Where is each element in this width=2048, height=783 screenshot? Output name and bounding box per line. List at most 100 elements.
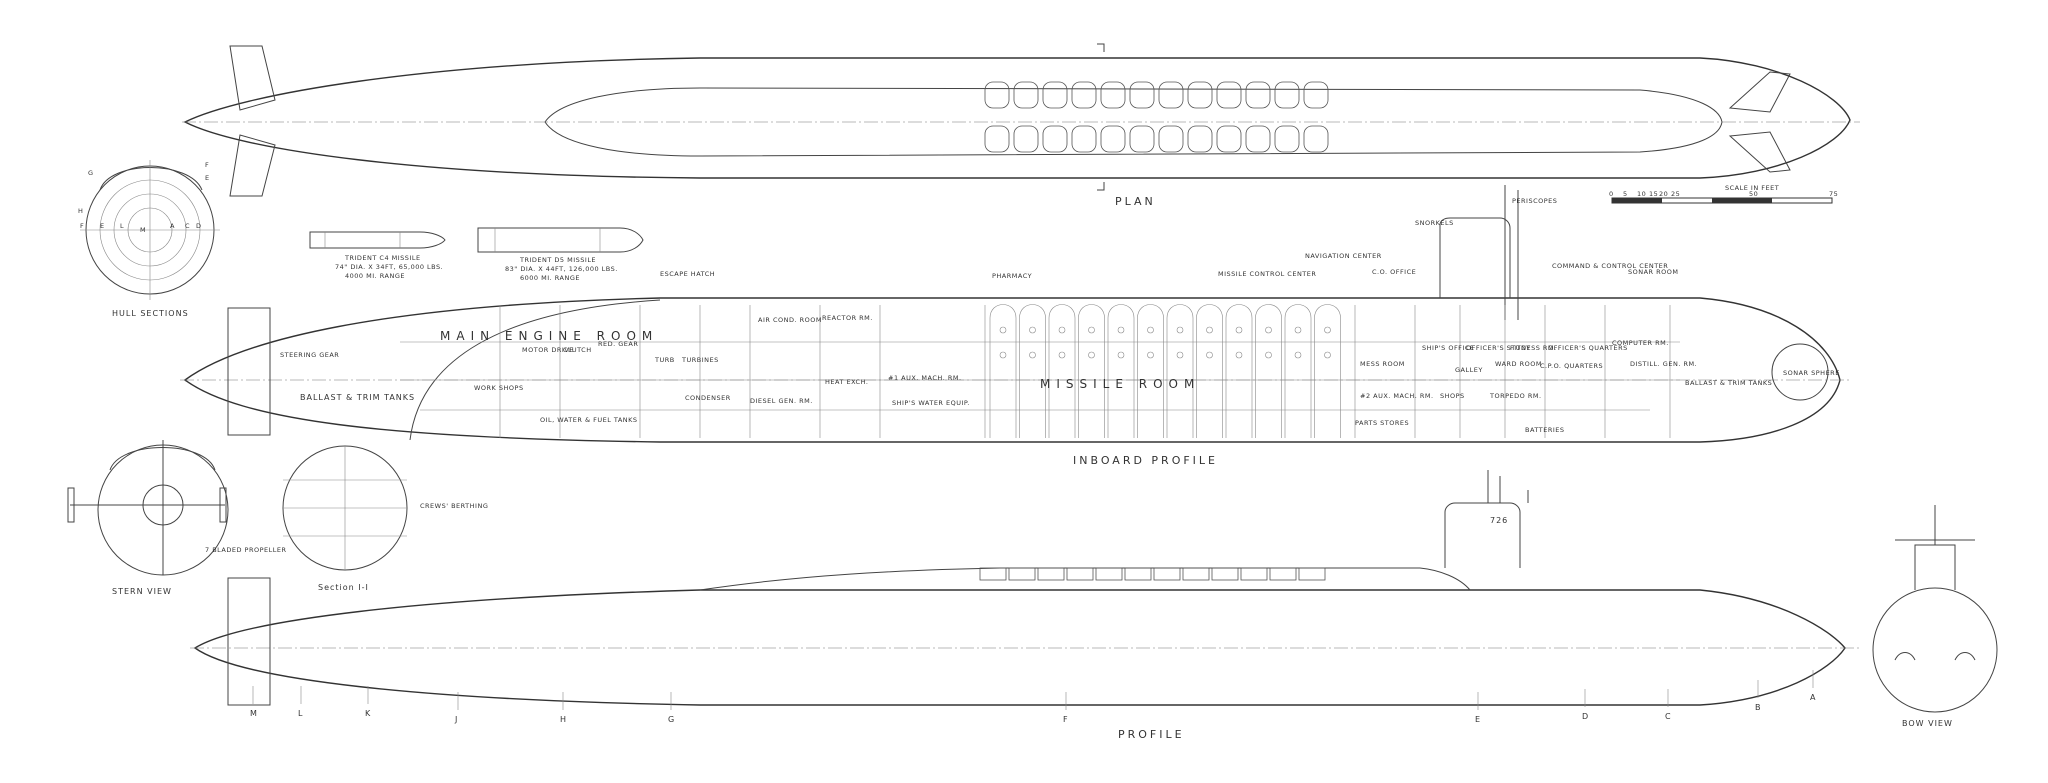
missile-tube-mid: [1117, 351, 1125, 359]
plan-hatch: [1129, 81, 1155, 109]
missile-tube-top: [1176, 326, 1184, 334]
bow-view-title: BOW VIEW: [1902, 719, 1953, 728]
station-letter: L: [298, 709, 303, 718]
c4-spec: 74" DIA. X 34FT, 65,000 LBS.: [335, 263, 443, 271]
periscopes-label: PERISCOPES: [1512, 197, 1557, 205]
scale-tick-label: 75: [1829, 190, 1838, 198]
section-letter: A: [170, 222, 175, 230]
plan-hatch: [1245, 125, 1271, 153]
scale-title: SCALE IN FEET: [1725, 184, 1779, 192]
profile-hatch: [1211, 567, 1239, 581]
station-letter: C: [1665, 712, 1672, 721]
trident-c4-missile: TRIDENT C4 MISSILE 74" DIA. X 34FT, 65,0…: [309, 231, 446, 280]
computer-rm-label: COMPUTER RM.: [1612, 339, 1669, 347]
cpo-quarters-label: C.P.O. QUARTERS: [1540, 362, 1603, 370]
profile-hatch: [1240, 567, 1268, 581]
distill-gen-label: DISTILL. GEN. RM.: [1630, 360, 1697, 368]
missile-tube: [1314, 304, 1341, 438]
aux-mach-1-label: #1 AUX. MACH. RM.: [888, 374, 962, 382]
crews-berthing-label: CREWS' BERTHING: [420, 502, 488, 510]
ships-office-label: SHIP'S OFFICE: [1422, 344, 1475, 352]
plan-hatch: [984, 125, 1010, 153]
ships-water-equip-label: SHIP'S WATER EQUIP.: [892, 399, 970, 407]
missile-tube-top: [1147, 326, 1154, 334]
missile-tube-mid: [1265, 351, 1272, 359]
scale-tick-label: 0: [1609, 190, 1614, 198]
missile-tube-mid: [1029, 351, 1036, 359]
missile-tube-mid: [1324, 351, 1331, 359]
section-letter: G: [88, 169, 94, 177]
red-gear-label: RED. GEAR: [598, 340, 638, 348]
torpedo-rm-label: TORPEDO RM.: [1489, 392, 1542, 400]
missile-tube: [989, 304, 1017, 438]
stern-view: 7 BLADED PROPELLER STERN VIEW: [67, 440, 286, 596]
profile-hatch: [1124, 567, 1152, 581]
plan-hatch: [1303, 81, 1329, 109]
missile-tube: [1107, 304, 1135, 438]
station-letter: A: [1810, 693, 1816, 702]
inboard-profile: MAIN ENGINE ROOM MISSILE ROOM STEERING G…: [180, 185, 1850, 467]
steering-gear-label: STEERING GEAR: [280, 351, 339, 359]
motor-drive-label: MOTOR DRIVE: [522, 346, 574, 354]
missile-tube: [1048, 304, 1076, 438]
missile-tube-mid: [1147, 351, 1154, 359]
missile-tubes: [989, 304, 1341, 438]
plan-hatch: [1187, 81, 1213, 109]
station-letter: F: [1063, 715, 1069, 724]
inboard-profile-title: INBOARD PROFILE: [1073, 454, 1218, 467]
heat-exch-label: HEAT EXCH.: [825, 378, 868, 386]
missile-tube: [1078, 304, 1105, 438]
section-letter: H: [78, 207, 83, 215]
d5-spec: 83" DIA. X 44FT, 126,000 LBS.: [505, 265, 618, 273]
profile-hatch: [1298, 567, 1326, 581]
hull-number: 726: [1490, 516, 1508, 525]
plan-hatch: [1216, 125, 1242, 153]
oil-water-fuel-label: OIL, WATER & FUEL TANKS: [540, 416, 638, 424]
aux-mach-2-label: #2 AUX. MACH. RM.: [1360, 392, 1434, 400]
escape-hatch-label: ESCAPE HATCH: [660, 270, 715, 278]
reactor-label: REACTOR RM.: [822, 314, 873, 322]
c4-name: TRIDENT C4 MISSILE: [344, 254, 421, 262]
navigation-center-label: NAVIGATION CENTER: [1305, 252, 1382, 260]
co-office-label: C.O. OFFICE: [1372, 268, 1416, 276]
section-letter: D: [196, 222, 202, 230]
plan-title: PLAN: [1115, 195, 1156, 208]
missile-tube-top: [1117, 326, 1125, 334]
missile-tube: [1225, 304, 1253, 438]
profile-hatch: [1095, 567, 1123, 581]
station-letter: J: [454, 715, 458, 724]
turbo-label: TURB: [654, 356, 675, 364]
section-letter: F: [205, 161, 209, 169]
parts-stores-label: PARTS STORES: [1355, 419, 1409, 427]
plan-hatch: [1042, 125, 1068, 153]
profile-hatch: [1008, 567, 1036, 581]
condenser-label: CONDENSER: [685, 394, 731, 402]
ballast-aft-label: BALLAST & TRIM TANKS: [300, 393, 415, 402]
section-letter: M: [140, 226, 146, 234]
sonar-room-label: SONAR ROOM: [1628, 268, 1679, 276]
missile-tube-top: [1324, 326, 1331, 334]
missile-tube-top: [999, 326, 1007, 334]
ballast-fwd-label: BALLAST & TRIM TANKS: [1685, 379, 1772, 387]
missile-tube-mid: [1235, 351, 1243, 359]
missile-tube-mid: [999, 351, 1007, 359]
missile-tube: [1019, 304, 1046, 438]
missile-tube: [1196, 304, 1223, 438]
plan-hatch: [1274, 125, 1300, 153]
missile-tube: [1166, 304, 1194, 438]
missile-tube-mid: [1176, 351, 1184, 359]
sonar-sphere-label: SONAR SPHERE: [1783, 369, 1840, 377]
mess-room-label: MESS ROOM: [1360, 360, 1405, 368]
pharmacy-label: PHARMACY: [992, 272, 1032, 280]
hull-sections-title: HULL SECTIONS: [112, 309, 189, 318]
wardroom-label: WARD ROOM: [1495, 360, 1542, 368]
missile-tube-mid: [1058, 351, 1066, 359]
c4-range: 4000 MI. RANGE: [345, 272, 405, 280]
profile-hatch: [1182, 567, 1210, 581]
station-letter: M: [250, 709, 258, 718]
plan-hatch: [1274, 81, 1300, 109]
profile-hatch: [1153, 567, 1181, 581]
station-letter: K: [365, 709, 371, 718]
plan-hatch: [1042, 81, 1068, 109]
